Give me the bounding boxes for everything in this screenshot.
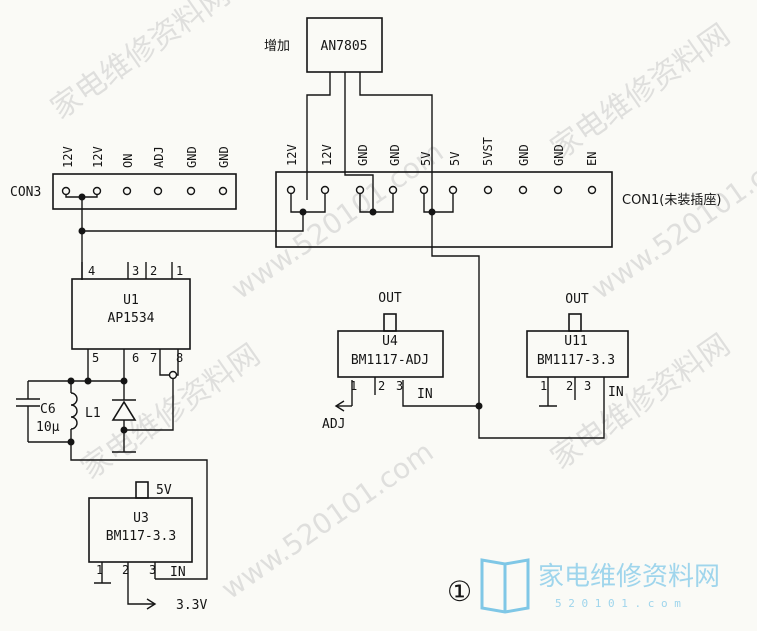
watermark-brand: 家电维修资料网 bbox=[545, 17, 737, 166]
u4-pin-number: 1 bbox=[350, 379, 357, 393]
u3-pin-number: 3 bbox=[149, 563, 156, 577]
u11-part: BM1117-3.3 bbox=[537, 353, 615, 368]
con1-pin-label: 5V bbox=[448, 152, 462, 166]
logo-url-text: 5 2 0 1 0 1 . c o m bbox=[555, 597, 681, 610]
u11-ref: U11 bbox=[564, 334, 587, 349]
watermark-url: www.520101.com bbox=[585, 135, 757, 306]
u4-ref: U4 bbox=[382, 334, 398, 349]
u1-pin-number: 7 bbox=[150, 351, 157, 365]
con3-pin-label: GND bbox=[185, 146, 199, 168]
junction-dots bbox=[67, 193, 483, 446]
u3-ref: U3 bbox=[133, 511, 149, 526]
con1-pin-label: 5V bbox=[419, 152, 433, 166]
an7805-regulator: AN7805 增加 bbox=[264, 17, 383, 73]
u11-pin-number: 2 bbox=[566, 379, 573, 393]
u4-out-label: OUT bbox=[378, 291, 402, 306]
arrow-left-icon bbox=[334, 400, 345, 412]
con1-pin-label: GND bbox=[356, 144, 370, 166]
u1-pin-number: 2 bbox=[150, 264, 157, 278]
con1-pin-label: 12V bbox=[285, 144, 299, 166]
u11-pin-number: 3 bbox=[584, 379, 591, 393]
u4-adj-label: ADJ bbox=[322, 417, 345, 432]
watermark-brand: 家电维修资料网 bbox=[45, 0, 237, 127]
u3-part: BM117-3.3 bbox=[106, 529, 176, 544]
u3-bm117-3v3: 5V U3 BM117-3.3 1 2 3 IN 3.3V bbox=[88, 483, 207, 613]
u1-pin-number: 8 bbox=[176, 351, 183, 365]
con3-pin-label: ON bbox=[121, 154, 135, 168]
an7805-note: 增加 bbox=[264, 39, 290, 54]
u4-bm1117-adj: OUT U4 BM1117-ADJ 1 2 3 IN ADJ bbox=[322, 291, 444, 432]
con3-pin-label: ADJ bbox=[152, 146, 166, 168]
watermark-url: www.520101.com bbox=[225, 135, 449, 306]
con1-pin-label: GND bbox=[517, 144, 531, 166]
u11-bm1117-3v3: OUT U11 BM1117-3.3 1 2 3 IN bbox=[526, 292, 629, 400]
u3-out-label: 3.3V bbox=[176, 598, 207, 613]
u4-pin-number: 2 bbox=[378, 379, 385, 393]
con1-pin-label: EN bbox=[585, 152, 599, 166]
logo-brand-text: 家电维修资料网 bbox=[538, 562, 720, 592]
con1-pin-label: GND bbox=[552, 144, 566, 166]
u1-ap1534: U1 AP1534 4 3 2 1 5 6 7 8 bbox=[71, 262, 191, 365]
l1-ref: L1 bbox=[85, 406, 101, 421]
u11-pin-number: 1 bbox=[540, 379, 547, 393]
u1-pin-number: 3 bbox=[132, 264, 139, 278]
watermark-url: www.520101.com bbox=[215, 435, 439, 606]
u3-pin-number: 2 bbox=[122, 563, 129, 577]
u3-pin-number: 1 bbox=[96, 563, 103, 577]
arrow-right-icon bbox=[146, 598, 157, 610]
u1-pin-number: 6 bbox=[132, 351, 139, 365]
con3-pin-label: 12V bbox=[91, 146, 105, 168]
con1-connector: CON1(未装插座) 12V 12V GND GND 5V 5V 5VST GN… bbox=[275, 137, 721, 248]
u1-part: AP1534 bbox=[108, 311, 155, 326]
u1-pin-number: 5 bbox=[92, 351, 99, 365]
figure-number: ① bbox=[447, 575, 472, 608]
an7805-label: AN7805 bbox=[321, 39, 368, 54]
u4-part: BM1117-ADJ bbox=[351, 353, 429, 368]
con3-label: CON3 bbox=[10, 185, 41, 200]
con1-pin-label: GND bbox=[388, 144, 402, 166]
con1-pin-label: 5VST bbox=[481, 137, 495, 166]
c6-value: 10μ bbox=[36, 420, 60, 435]
con3-pin-label: GND bbox=[217, 146, 231, 168]
u11-in-label: IN bbox=[608, 385, 624, 400]
u11-out-label: OUT bbox=[565, 292, 589, 307]
site-logo: 家电维修资料网 5 2 0 1 0 1 . c o m bbox=[480, 558, 720, 614]
u1-pin-number: 1 bbox=[176, 264, 183, 278]
con1-pin-label: 12V bbox=[320, 144, 334, 166]
con3-connector: CON3 12V 12V ON ADJ GND GND bbox=[10, 146, 237, 210]
book-icon bbox=[480, 558, 530, 614]
con1-label: CON1(未装插座) bbox=[622, 193, 721, 208]
junction-dot-open bbox=[168, 370, 178, 380]
u3-in-label: IN bbox=[170, 565, 186, 580]
u4-pin-number: 3 bbox=[396, 379, 403, 393]
con3-pin-label: 12V bbox=[61, 146, 75, 168]
u1-pin-number: 4 bbox=[88, 264, 95, 278]
watermark-brand: 家电维修资料网 bbox=[75, 337, 267, 486]
c6-ref: C6 bbox=[40, 402, 56, 417]
wiring bbox=[16, 72, 605, 605]
u3-supply-label: 5V bbox=[156, 483, 172, 498]
u1-ref: U1 bbox=[123, 293, 139, 308]
u4-in-label: IN bbox=[417, 387, 433, 402]
watermark-brand: 家电维修资料网 bbox=[545, 327, 737, 476]
